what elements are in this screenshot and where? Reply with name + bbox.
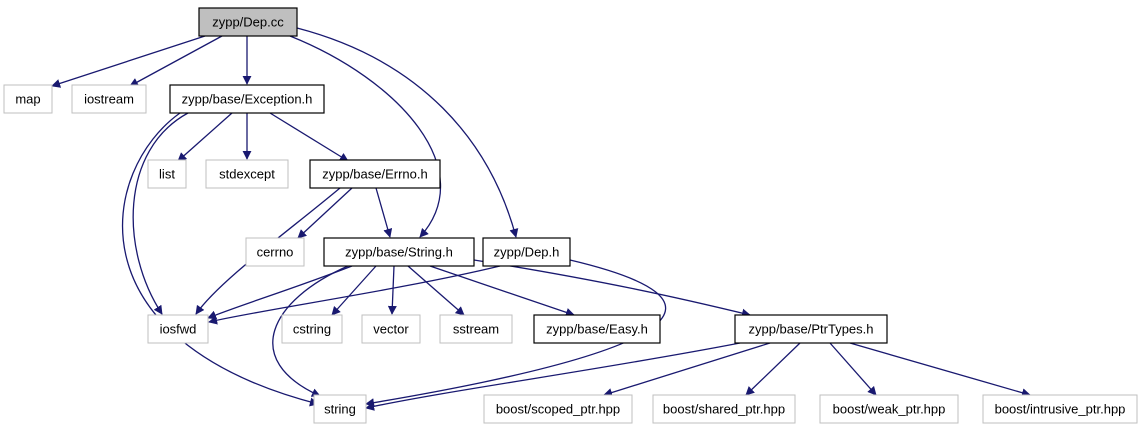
edge-exception-h-to-string xyxy=(122,112,319,407)
node-string: string xyxy=(313,394,367,424)
node-label: sstream xyxy=(453,322,499,337)
node-easy-h[interactable]: zypp/base/Easy.h xyxy=(533,314,661,344)
node-label: vector xyxy=(373,322,409,337)
node-label: zypp/base/Exception.h xyxy=(182,92,313,107)
node-label: zypp/base/Easy.h xyxy=(546,322,648,337)
edge-errno-h-to-string-h xyxy=(375,187,393,238)
node-box xyxy=(71,84,147,114)
edge-dep-cc-to-string-h xyxy=(289,35,441,238)
edge-dep-h-to-iosfwd xyxy=(208,265,501,325)
node-label: iostream xyxy=(84,92,134,107)
node-box xyxy=(533,314,661,344)
node-box xyxy=(323,237,475,267)
edge-ptrtypes-h-to-scoped-ptr xyxy=(603,342,771,397)
node-box xyxy=(205,159,289,189)
edge-exception-h-to-errno-h xyxy=(269,112,349,162)
edge-string-h-to-ptrtypes-h xyxy=(473,259,751,318)
node-label: zypp/base/Errno.h xyxy=(322,167,428,182)
node-box xyxy=(3,84,53,114)
node-label: zypp/base/PtrTypes.h xyxy=(748,322,873,337)
node-label: stdexcept xyxy=(219,167,275,182)
edge-string-h-to-cstring xyxy=(331,265,377,316)
node-box xyxy=(439,314,513,344)
node-errno-h[interactable]: zypp/base/Errno.h xyxy=(309,159,441,189)
node-box xyxy=(483,394,633,424)
edge-exception-h-to-iosfwd xyxy=(132,112,189,315)
edge-exception-h-to-list xyxy=(177,112,233,162)
node-box xyxy=(309,159,441,189)
node-label: cerrno xyxy=(257,245,294,260)
edge-string-h-to-string xyxy=(272,265,349,397)
node-cstring: cstring xyxy=(281,314,343,344)
node-label: boost/weak_ptr.hpp xyxy=(833,402,946,417)
node-map: map xyxy=(3,84,53,114)
node-box xyxy=(281,314,343,344)
node-exception-h[interactable]: zypp/base/Exception.h xyxy=(169,84,325,114)
node-stdexcept: stdexcept xyxy=(205,159,289,189)
node-shared-ptr: boost/shared_ptr.hpp xyxy=(652,394,796,424)
node-list: list xyxy=(147,159,187,189)
node-vector: vector xyxy=(361,314,421,344)
node-box xyxy=(198,7,298,37)
edge-string-h-to-easy-h xyxy=(429,265,575,317)
node-dep-h[interactable]: zypp/Dep.h xyxy=(482,237,571,267)
node-iostream: iostream xyxy=(71,84,147,114)
node-weak-ptr: boost/weak_ptr.hpp xyxy=(819,394,959,424)
node-box xyxy=(169,84,325,114)
node-box xyxy=(982,394,1138,424)
node-ptrtypes-h[interactable]: zypp/base/PtrTypes.h xyxy=(734,314,888,344)
node-label: zypp/Dep.cc xyxy=(212,15,284,30)
edge-dep-cc-to-iostream xyxy=(129,35,223,87)
node-box xyxy=(147,159,187,189)
node-label: zypp/Dep.h xyxy=(494,245,560,260)
node-label: iosfwd xyxy=(160,322,197,337)
node-label: boost/scoped_ptr.hpp xyxy=(496,402,620,417)
node-box xyxy=(313,394,367,424)
node-label: zypp/base/String.h xyxy=(345,245,453,260)
node-box xyxy=(734,314,888,344)
node-string-h[interactable]: zypp/base/String.h xyxy=(323,237,475,267)
edge-dep-cc-to-dep-h xyxy=(296,27,519,238)
node-label: boost/shared_ptr.hpp xyxy=(663,402,785,417)
node-sstream: sstream xyxy=(439,314,513,344)
edge-ptrtypes-h-to-shared-ptr xyxy=(745,342,801,396)
node-label: list xyxy=(159,167,175,182)
node-cerrno: cerrno xyxy=(245,237,305,267)
node-box xyxy=(245,237,305,267)
node-label: boost/intrusive_ptr.hpp xyxy=(995,402,1126,417)
edge-string-h-to-vector xyxy=(387,265,397,315)
node-box xyxy=(361,314,421,344)
node-box xyxy=(482,237,571,267)
edge-dep-cc-to-map xyxy=(51,35,206,88)
node-box xyxy=(652,394,796,424)
edge-string-h-to-sstream xyxy=(407,265,465,316)
node-box xyxy=(147,314,209,344)
node-label: map xyxy=(15,92,40,107)
node-label: cstring xyxy=(293,322,331,337)
edge-ptrtypes-h-to-intrusive-ptr xyxy=(849,342,1031,398)
node-iosfwd: iosfwd xyxy=(147,314,209,344)
node-box xyxy=(819,394,959,424)
edge-ptrtypes-h-to-weak-ptr xyxy=(829,342,877,396)
edge-ptrtypes-h-to-string xyxy=(365,342,741,411)
node-label: string xyxy=(324,402,356,417)
node-intrusive-ptr: boost/intrusive_ptr.hpp xyxy=(982,394,1138,424)
node-dep-cc[interactable]: zypp/Dep.cc xyxy=(198,7,298,37)
nodes-layer: zypp/Dep.cc map iostream zypp/base/Exceptio… xyxy=(3,7,1138,424)
edge-errno-h-to-cerrno xyxy=(297,187,353,239)
node-scoped-ptr: boost/scoped_ptr.hpp xyxy=(483,394,633,424)
